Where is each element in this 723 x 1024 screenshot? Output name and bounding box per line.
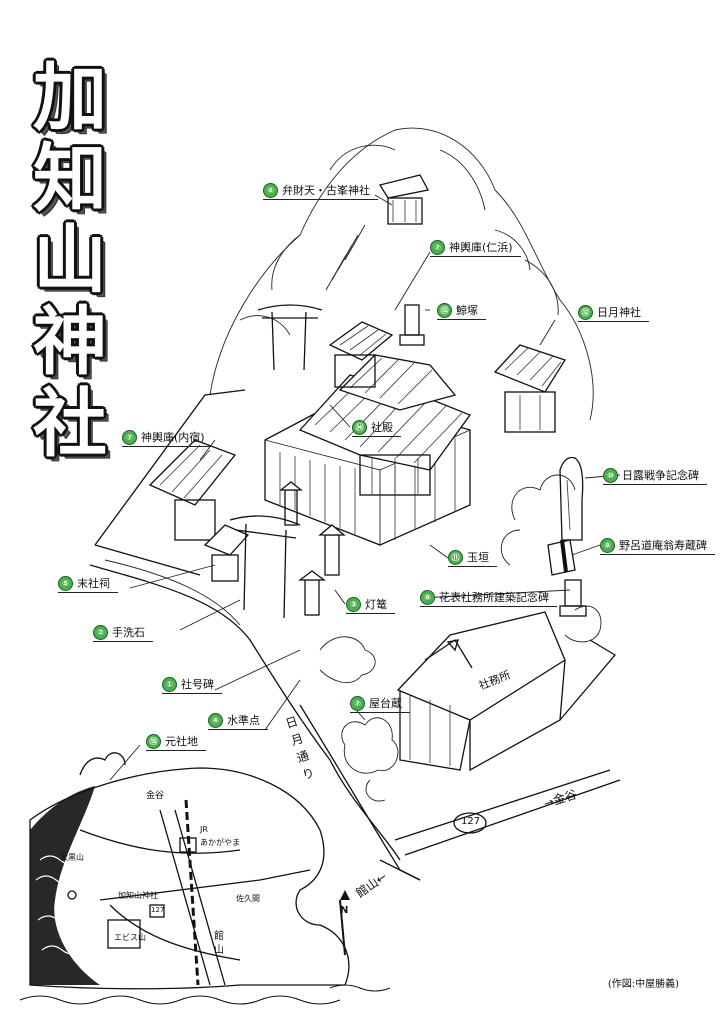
hill-outline	[209, 127, 594, 421]
label-number: ⑫	[578, 305, 593, 320]
inset-route: 127	[151, 906, 165, 914]
label-nichiro-monument: ⑩ 日露戦争記念碑	[603, 468, 707, 485]
inset-ohmine: 大黒山	[60, 853, 84, 862]
label-shagohi: ① 社号碑	[162, 677, 222, 694]
label-number: ⑦	[430, 240, 445, 255]
inset-tateyama: 館山	[214, 931, 224, 956]
label-text: 玉垣	[467, 550, 489, 564]
label-chozuishi: ② 手洗石	[93, 625, 153, 642]
label-text: 鯨塚	[456, 303, 478, 317]
label-text: 水準点	[227, 713, 260, 727]
label-text: 社殿	[371, 420, 393, 434]
label-text: 元社地	[165, 734, 198, 748]
label-nichigetsu-jinja: ⑫ 日月神社	[578, 305, 649, 322]
title-char-2: 知	[33, 135, 107, 222]
label-number: ④	[208, 713, 223, 728]
label-text: 弁財天・古峯神社	[282, 183, 370, 197]
label-text: 日月神社	[597, 305, 641, 319]
north-arrow-label: N	[340, 905, 349, 916]
inset-kanaya: 金谷	[146, 791, 165, 801]
lower-torii	[229, 515, 301, 619]
inset-sakuma: 佐久間	[236, 894, 260, 903]
label-number: ⑦	[122, 430, 137, 445]
label-number: ⑮	[146, 734, 161, 749]
upper-torii	[257, 304, 323, 371]
label-suijunten: ④ 水準点	[208, 713, 268, 730]
label-shaden: ⑭ 社殿	[352, 420, 401, 437]
label-text: 手洗石	[112, 625, 145, 639]
label-mikoshi-uchijuku: ⑦ 神輿庫(内宿)	[122, 430, 213, 447]
inset-map	[19, 752, 391, 1005]
inset-station: あかがやま	[200, 838, 240, 847]
shamusho-building	[396, 611, 566, 772]
nichiro-stone	[559, 456, 584, 541]
label-text: 野呂道庵翁寿蔵碑	[619, 538, 707, 552]
label-number: ③	[346, 597, 361, 612]
label-number: ⑬	[437, 303, 452, 318]
label-number: ⑨	[600, 538, 615, 553]
mikoshi-nihama-building	[328, 321, 394, 388]
title-char-5: 社	[33, 380, 107, 467]
inset-ebisu: エビス山	[114, 933, 146, 942]
label-text: 日露戦争記念碑	[622, 468, 699, 482]
benzaiten-shrine	[378, 174, 429, 225]
label-number: ⑤	[58, 576, 73, 591]
label-text: 神輿庫(仁浜)	[449, 240, 513, 254]
label-noro-monument: ⑨ 野呂道庵翁寿蔵碑	[600, 538, 715, 555]
kahyo-stone	[559, 579, 587, 617]
label-mikoshi-nihama: ⑦ 神輿庫(仁浜)	[430, 240, 521, 257]
label-number: ⑪	[448, 550, 463, 565]
kujiratsuka-stone	[404, 304, 420, 336]
title-char-1: 加	[33, 54, 107, 141]
main-hall	[298, 354, 472, 496]
label-massha: ⑤ 末社祠	[58, 576, 118, 593]
noro-stone	[547, 539, 576, 576]
label-yataigura: ⑦ 屋台蔵	[350, 696, 410, 713]
label-number: ⑦	[350, 696, 365, 711]
label-number: ⑥	[263, 183, 278, 198]
stone-lanterns	[279, 481, 346, 616]
title-char-4: 神	[33, 298, 107, 385]
label-text: 神輿庫(内宿)	[141, 430, 205, 444]
label-tamagaki: ⑪ 玉垣	[448, 550, 497, 567]
label-text: 末社祠	[77, 576, 110, 590]
title-char-3: 山	[33, 216, 107, 303]
credit: (作図:中屋勝義)	[607, 979, 679, 990]
massha-shrine	[203, 524, 250, 582]
label-number: ②	[93, 625, 108, 640]
inset-jr: JR	[200, 825, 208, 834]
label-number: ⑧	[420, 590, 435, 605]
label-text: 社号碑	[181, 677, 214, 691]
label-text: 屋台蔵	[369, 696, 402, 710]
inset-shrine: 加知山神社	[118, 891, 158, 900]
label-moto-shachi: ⑮ 元社地	[146, 734, 206, 751]
label-kujiratsuka: ⑬ 鯨塚	[437, 303, 486, 320]
label-number: ⑭	[352, 420, 367, 435]
label-kahyo-monument: ⑧ 花表社務所建築記念碑	[420, 590, 557, 607]
nichigetsu-shrine	[493, 344, 566, 433]
label-number: ⑩	[603, 468, 618, 483]
label-text: 花表社務所建築記念碑	[439, 590, 549, 604]
label-toro: ③ 灯篭	[346, 597, 395, 614]
label-benzaiten: ⑥ 弁財天・古峯神社	[263, 183, 378, 200]
label-number: ①	[162, 677, 177, 692]
route-number: 127	[461, 816, 481, 827]
label-text: 灯篭	[365, 597, 387, 611]
mikoshi-uchijuku-building	[148, 439, 237, 541]
